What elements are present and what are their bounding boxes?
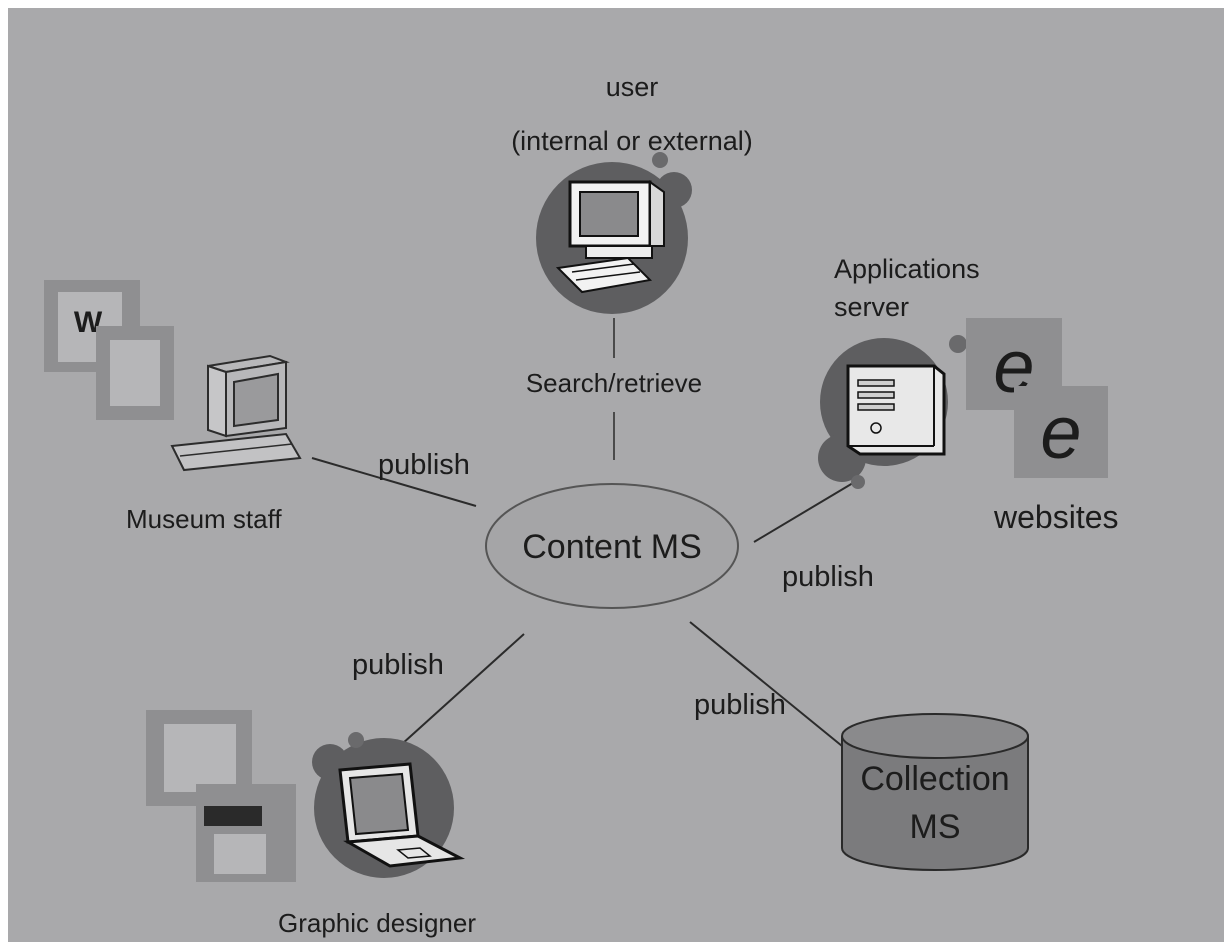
user-label: user xyxy=(606,72,659,102)
server-tower-icon xyxy=(818,335,967,489)
museum-staff-node: W Museum staff xyxy=(44,280,302,534)
search-retrieve-label: Search/retrieve xyxy=(526,368,702,398)
connector-app-server xyxy=(753,479,859,543)
collection-publish-label: publish xyxy=(694,689,786,721)
websites-node: e e websites xyxy=(966,318,1119,535)
connector-designer xyxy=(401,633,525,745)
graphic-designer-node: Graphic designer xyxy=(146,710,476,938)
browser-icon: e xyxy=(1014,386,1108,478)
connector-staff xyxy=(311,457,477,507)
desktop-computer-icon xyxy=(170,354,302,472)
app-publish-label: publish xyxy=(782,561,874,593)
image-file-icon xyxy=(196,784,296,882)
museum-staff-label: Museum staff xyxy=(126,504,282,534)
collection-ms-label: Collection xyxy=(860,760,1009,798)
database-cylinder-icon xyxy=(841,713,1029,871)
app-server-node: Applications server xyxy=(818,254,980,489)
app-server-sublabel: server xyxy=(834,292,909,322)
laptop-icon xyxy=(312,732,466,878)
user-sublabel: (internal or external) xyxy=(511,126,753,156)
content-ms-label: Content MS xyxy=(522,528,702,566)
collection-ms-sublabel: MS xyxy=(910,808,961,846)
content-ms-node: Content MS xyxy=(485,483,739,609)
user-node: user (internal or external) xyxy=(511,72,753,314)
document-icon xyxy=(96,326,174,420)
collection-ms-node: Collection MS xyxy=(841,713,1029,871)
user-computer-icon xyxy=(536,152,692,314)
designer-publish-label: publish xyxy=(352,649,444,681)
svg-text:e: e xyxy=(1040,391,1081,474)
connector-collection xyxy=(689,621,843,747)
graphic-designer-label: Graphic designer xyxy=(278,908,476,938)
staff-publish-label: publish xyxy=(378,449,470,481)
app-server-label: Applications xyxy=(834,254,980,284)
websites-label: websites xyxy=(993,499,1119,535)
